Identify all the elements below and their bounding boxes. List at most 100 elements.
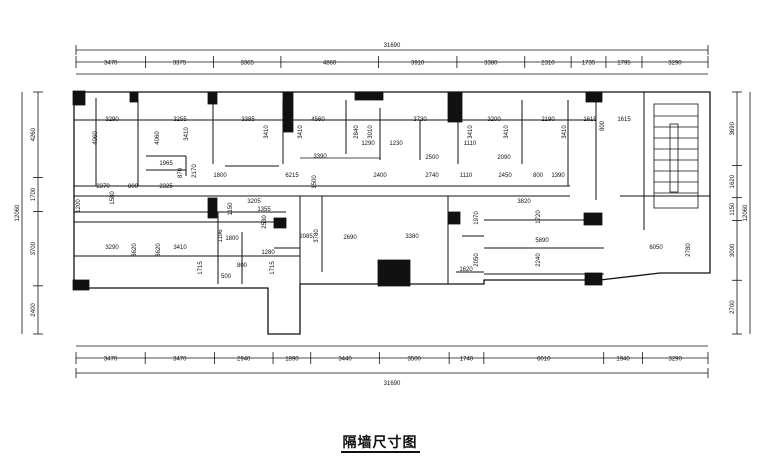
right-vdim-label: 3690 bbox=[730, 121, 736, 135]
structural-column bbox=[273, 217, 287, 229]
room-dim-label: 2530 bbox=[262, 215, 268, 229]
room-dim-label: 1715 bbox=[270, 261, 276, 275]
room-dim-label: 1800 bbox=[213, 173, 227, 179]
room-height-label: 3410 bbox=[504, 125, 510, 139]
top-dim-label: 3470 bbox=[104, 61, 118, 67]
room-dim-label: 1230 bbox=[389, 141, 403, 147]
room-dim-label: 1500 bbox=[312, 175, 318, 189]
room-dim-label: 500 bbox=[221, 274, 232, 280]
bottom-dim-label: 6010 bbox=[537, 357, 551, 363]
corridor-dim-label: 2740 bbox=[425, 173, 439, 179]
bottom-dim-label: 3290 bbox=[669, 357, 683, 363]
room-dim-label: 3820 bbox=[517, 199, 531, 205]
room-height-label: 800 bbox=[600, 120, 606, 131]
room-dim-label: 1355 bbox=[257, 207, 271, 213]
building-outline bbox=[73, 91, 711, 335]
bottom-dim-label: 2940 bbox=[237, 357, 251, 363]
structural-column bbox=[584, 272, 603, 286]
top-dim-label: 1735 bbox=[582, 61, 596, 67]
room-dim-label: 1196 bbox=[218, 229, 224, 243]
room-dim-label: 1965 bbox=[159, 161, 173, 167]
room-dim-label: 6050 bbox=[649, 245, 663, 251]
left-total-label: 12060 bbox=[15, 204, 21, 221]
room-height-label: 3410 bbox=[468, 125, 474, 139]
room-dim-label: 2050 bbox=[474, 253, 480, 267]
room-width-label: 3385 bbox=[241, 117, 255, 123]
room-dim-label: 1715 bbox=[198, 261, 204, 275]
structural-column bbox=[447, 91, 463, 123]
room-width-label: 4560 bbox=[311, 117, 325, 123]
drawing-title: 隔墙尺寸图 bbox=[0, 432, 760, 453]
structural-column bbox=[585, 91, 603, 103]
room-dim-label: 3620 bbox=[132, 243, 138, 257]
room-width-label: 3730 bbox=[413, 117, 427, 123]
room-dim-label: 3620 bbox=[156, 243, 162, 257]
top-dim-label: 3910 bbox=[411, 61, 425, 67]
right-vdim-label: 3000 bbox=[730, 243, 736, 257]
room-dim-label: 3410 bbox=[173, 245, 187, 251]
room-dim-label: 1620 bbox=[459, 267, 473, 273]
room-dim-label: 2090 bbox=[497, 155, 511, 161]
room-width-label: 2190 bbox=[541, 117, 555, 123]
room-width-label: 1615 bbox=[617, 117, 631, 123]
right-total-label: 12060 bbox=[743, 204, 749, 221]
room-dim-label: 1110 bbox=[464, 141, 477, 147]
room-width-label: 3290 bbox=[105, 117, 119, 123]
room-dim-label: 2325 bbox=[159, 184, 173, 190]
structural-column bbox=[354, 91, 384, 101]
room-dim-label: 3780 bbox=[314, 229, 320, 243]
room-dim-label: 1720 bbox=[536, 210, 542, 224]
corridor-dim-label: 2450 bbox=[498, 173, 512, 179]
left-vdim-label: 2400 bbox=[31, 303, 37, 317]
right-vdim-label: 1620 bbox=[730, 174, 736, 188]
right-vdim-label: 1150 bbox=[730, 202, 736, 216]
top-dim-label: 3290 bbox=[668, 61, 682, 67]
room-dim-label: 1200 bbox=[76, 199, 82, 213]
room-height-label: 4060 bbox=[155, 131, 161, 145]
room-height-label: 3410 bbox=[184, 127, 190, 141]
top-dim-label: 2310 bbox=[541, 61, 555, 67]
room-dim-label: 2780 bbox=[686, 243, 692, 257]
room-dim-label: 3390 bbox=[313, 154, 327, 160]
bottom-dim-label: 1890 bbox=[285, 357, 299, 363]
room-height-label: 3410 bbox=[264, 125, 270, 139]
structural-column bbox=[72, 90, 86, 106]
room-dim-label: 2085 bbox=[299, 234, 313, 240]
room-dim-label: 1150 bbox=[228, 202, 234, 216]
top-dim-label: 3365 bbox=[240, 61, 254, 67]
room-width-label: 3255 bbox=[173, 117, 187, 123]
room-dim-label: 1290 bbox=[361, 141, 375, 147]
bottom-dim-label: 3440 bbox=[338, 357, 352, 363]
room-dim-label: 2240 bbox=[536, 253, 542, 267]
room-dim-label: 3380 bbox=[405, 234, 419, 240]
room-dim-label: 1970 bbox=[474, 211, 480, 225]
left-vdim-label: 3700 bbox=[31, 241, 37, 255]
structural-column bbox=[129, 91, 139, 103]
left-vdim-label: 1700 bbox=[31, 187, 37, 201]
room-dim-label: 2690 bbox=[343, 235, 357, 241]
bottom-dim-label: 3470 bbox=[173, 357, 187, 363]
room-dim-label: 5890 bbox=[535, 238, 549, 244]
top-dim-label: 4860 bbox=[323, 61, 337, 67]
top-dim-label: 3375 bbox=[173, 61, 187, 67]
room-dim-label: 2500 bbox=[425, 155, 439, 161]
stair-outline bbox=[653, 103, 699, 209]
room-dim-label: 1580 bbox=[110, 191, 116, 205]
top-total-label: 31690 bbox=[384, 43, 401, 49]
room-height-label: 4060 bbox=[93, 131, 99, 145]
room-width-label: 1615 bbox=[583, 117, 597, 123]
corridor-dim-label: 6215 bbox=[285, 173, 299, 179]
bottom-dim-label: 3470 bbox=[104, 357, 118, 363]
structural-column bbox=[282, 91, 294, 133]
structural-column bbox=[583, 212, 603, 226]
structural-column bbox=[207, 197, 218, 219]
structural-column bbox=[72, 279, 90, 291]
room-dim-label: 3205 bbox=[247, 199, 261, 205]
room-dim-label: 870 bbox=[178, 167, 184, 178]
room-height-label: 3010 bbox=[368, 125, 374, 139]
room-height-label: 3410 bbox=[562, 125, 568, 139]
corridor-dim-label: 800 bbox=[533, 173, 544, 179]
bottom-dim-label: 1940 bbox=[616, 357, 630, 363]
corridor-dim-label: 1390 bbox=[551, 173, 565, 179]
